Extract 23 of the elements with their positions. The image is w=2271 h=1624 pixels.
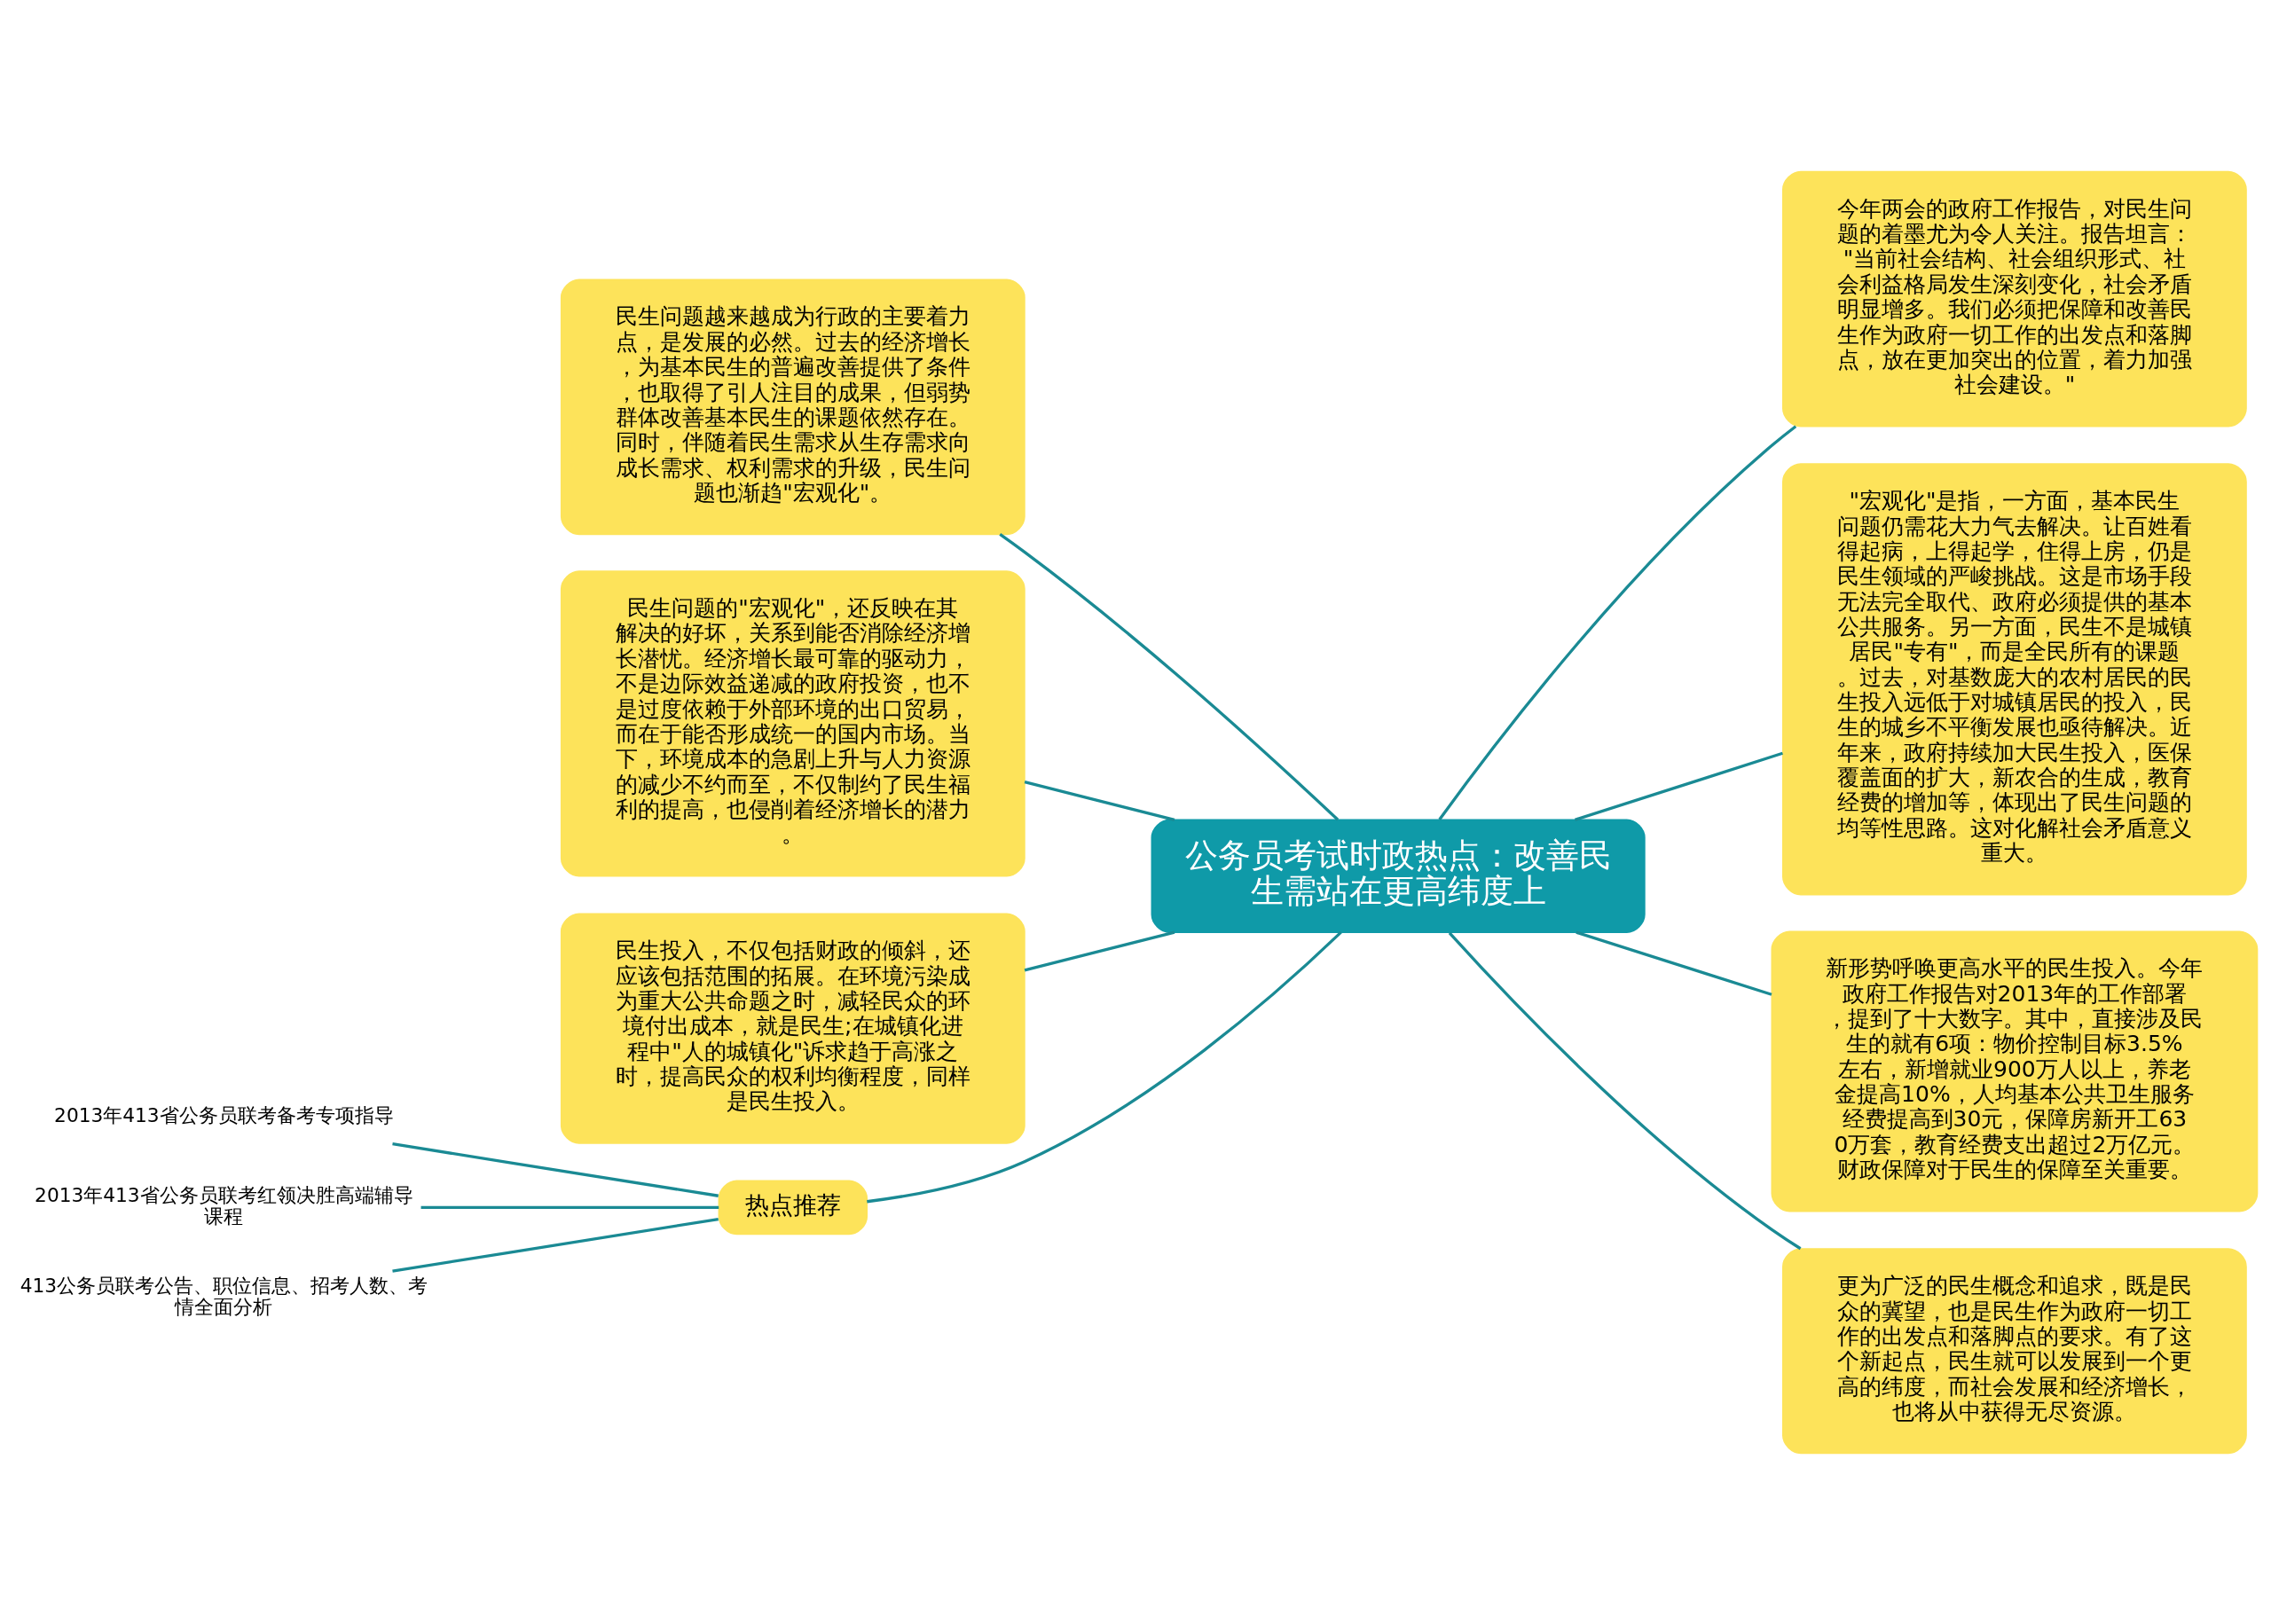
- node-box: 民生问题越来越成为行政的主要着力点，是发展的必然。过去的经济增长，为基本民生的普遍改善提供了条件，也取得了引人注目的成果，但弱势群体改善基本民生的课题依然存在。同时，伴随着民生需求从生存需求向成长需求、权利需求的升级，民生问题也渐趋"宏观化"。: [560, 279, 1025, 535]
- connector: [1024, 780, 1175, 821]
- connector: [1438, 424, 1797, 820]
- node-box: 今年两会的政府工作报告，对民生问题的着墨尤为令人关注。报告坦言："当前社会结构、社会组织形式、社会利益格局发生深刻变化，社会矛盾明显增多。我们必须把保障和改善民生作为政府一切工作的出发点和落脚点，放在更加突出的位置，着力加强社会建设。": [1782, 170, 2247, 427]
- connector: [392, 1142, 719, 1197]
- node-box: 更为广泛的民生概念和追求，既是民众的冀望，也是民生作为政府一切工作的出发点和落脚点的要求。有了这个新起点，民生就可以发展到一个更高的纬度，而社会发展和经济增长，也将从中获得无尽资源。: [1782, 1247, 2247, 1454]
- node-box: 民生投入，不仅包括财政的倾斜，还应该包括范围的拓展。在环境污染成为重大公共命题之时，减轻民众的环境付出成本，就是民生;在城镇化进程中"人的城镇化"诉求趋于高涨之时，提高民众的权利均衡程度，同样是民生投入。: [560, 912, 1025, 1144]
- connector: [392, 1217, 719, 1273]
- connector: [999, 532, 1340, 820]
- node-box: 民生问题的"宏观化"，还反映在其解决的好坏，关系到能否消除经济增长潜忧。经济增长最可靠的驱动力，不是边际效益递减的政府投资，也不是过度依赖于外部环境的出口贸易，而在于能否形成统一的国内市场。当下，环境成本的急剧上升与人力资源的减少不约而至，不仅制约了民生福利的提高，也侵削着经济增长的潜力。: [560, 569, 1025, 877]
- node-box: 热点推荐: [718, 1180, 868, 1235]
- connector: [1574, 751, 1783, 821]
- node-box: 新形势呼唤更高水平的民生投入。今年政府工作报告对2013年的工作部署，提到了十大数字。其中，直接涉及民生的就有6项：物价控制目标3.5%左右，新增就业900万人以上，养老金提高10%，人均基本公共卫生服务经费提高到30元，保障房新开工630万套，教育经费支出超过2万亿元。财政保障对于民生的保障至关重要。: [1771, 930, 2259, 1212]
- node-box: 公务员考试时政热点：改善民生需站在更高纬度上: [1151, 819, 1646, 933]
- connector: [420, 1205, 719, 1209]
- node-text: 2013年413省公务员联考备考专项指导: [54, 1103, 394, 1126]
- connector: [867, 930, 1342, 1203]
- connector: [1024, 930, 1175, 971]
- node-text: 2013年413省公务员联考红领决胜高端辅导课程: [35, 1183, 413, 1228]
- connector: [1576, 930, 1772, 996]
- node-text: 413公务员联考公告、职位信息、招考人数、考情全面分析: [20, 1274, 428, 1318]
- connector: [1448, 931, 1802, 1250]
- node-box: "宏观化"是指，一方面，基本民生问题仍需花大力气去解决。让百姓看得起病，上得起学，住得上房，仍是民生领域的严峻挑战。这是市场手段无法完全取代、政府必须提供的基本公共服务。另一方面，民生不是城镇居民"专有"，而是全民所有的课题。过去，对基数庞大的农村居民的民生投入远低于对城镇居民的投入，民生的城乡不平衡发展也亟待解决。近年来，政府持续加大民生投入，医保覆盖面的扩大，新农合的生成，教育经费的增加等，体现出了民生问题的均等性思路。这对化解社会矛盾意义重大。: [1782, 462, 2247, 895]
